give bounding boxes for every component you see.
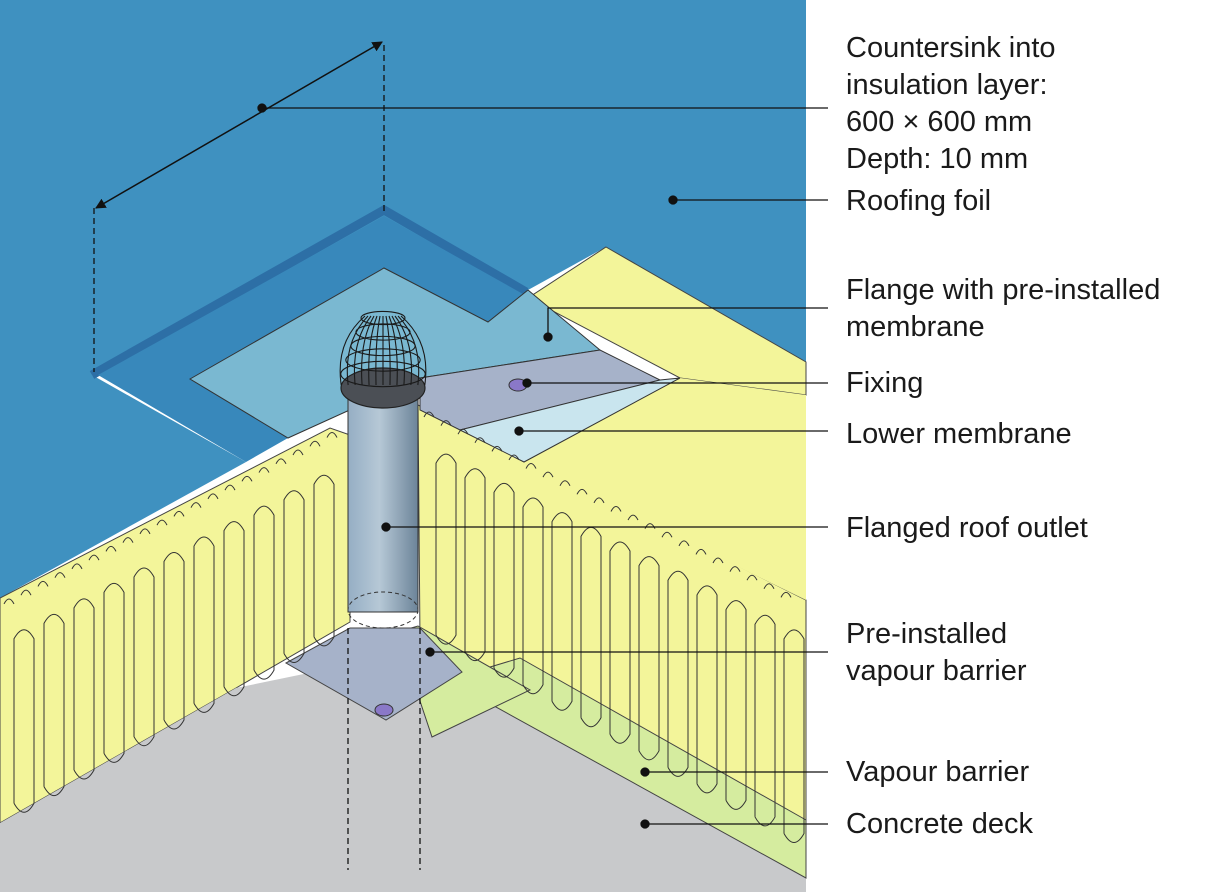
insulation-loop-right [667, 570, 689, 777]
flange-membrane [189, 267, 602, 439]
label-countersink-line-3: 600 × 600 mm [846, 106, 1033, 138]
leader-dot-flange [543, 332, 553, 342]
label-outlet: Flanged roof outlet [846, 512, 1088, 544]
insulation-loop-left [73, 598, 95, 780]
fixing-lower [374, 703, 394, 717]
insulation-loop-left [193, 536, 215, 713]
leaf-guard-rib [339, 315, 366, 386]
label-countersink-line-1: Countersink into [846, 32, 1056, 64]
insulation-loop-left [163, 552, 185, 730]
label-flange-line-1: Flange with pre-installed [846, 274, 1161, 306]
outlet-pipe-bottom-rim [347, 591, 419, 629]
label-pre-vapour-line-2: vapour barrier [846, 655, 1027, 687]
insulation-bumps-left [3, 432, 338, 605]
insulation-bumps-right [423, 411, 792, 598]
countersink-floor [98, 216, 523, 462]
leader-flange [547, 307, 828, 337]
insulation-loop-left [253, 505, 275, 680]
insulation-loop-right [725, 600, 747, 810]
insulation-loop-left [133, 567, 155, 747]
leaf-guard-rib [388, 315, 398, 386]
leaf-guard-rib [375, 315, 381, 386]
label-pre-vapour: Pre-installed vapour barrier [846, 616, 1027, 690]
label-lower-membrane: Lower membrane [846, 418, 1072, 450]
insulation-loop-right [609, 541, 631, 744]
outlet-pipe [347, 389, 419, 613]
leaf-guard [339, 310, 427, 388]
insulation-loop-left [223, 521, 245, 697]
leaf-guard-rib [391, 315, 405, 386]
lower-membrane [458, 377, 681, 463]
label-countersink-line-4: Depth: 10 mm [846, 143, 1029, 175]
vapour-barrier [445, 657, 807, 879]
label-vapour: Vapour barrier [846, 756, 1030, 788]
insulation-loop-right [493, 482, 515, 678]
label-roofing-foil: Roofing foil [846, 185, 992, 217]
insulation-wave-pattern [3, 411, 805, 843]
insulation-loop-right [696, 585, 718, 794]
concrete-deck [0, 650, 806, 892]
label-fixing: Fixing [846, 367, 924, 399]
leaf-guard-rib [368, 315, 378, 386]
insulation-loop-right [522, 497, 544, 695]
lower-flange-plate [284, 627, 463, 721]
insulation-left-face [0, 427, 351, 824]
insulation-loop-right [551, 512, 573, 711]
label-countersink-line-2: insulation layer: [846, 69, 1048, 101]
insulation-loop-left [13, 629, 35, 813]
insulation-loop-right [464, 468, 486, 662]
label-deck: Concrete deck [846, 808, 1033, 840]
leader-dot-fixing [522, 378, 532, 388]
leaf-guard-ring [340, 360, 426, 388]
leaf-guard-rib [394, 315, 413, 386]
label-flange-line-2: membrane [846, 311, 985, 343]
leader-dot-roofing-foil [668, 195, 678, 205]
insulation-loop-right [638, 556, 660, 761]
label-pre-vapour-line-1: Pre-installed [846, 618, 1008, 650]
leader-dot-vapour [640, 767, 650, 777]
insulation-loop-left [103, 582, 125, 763]
label-countersink: Countersink into insulation layer: 600 ×… [846, 30, 1056, 178]
leaf-guard-rib [385, 315, 391, 386]
leaf-guard-ring [360, 310, 406, 326]
leaf-guard-rib [400, 315, 427, 386]
insulation-loop-right [783, 629, 805, 843]
leader-dot-deck [640, 819, 650, 829]
insulation-right-block [520, 378, 806, 600]
leaf-guard-ring [350, 335, 416, 357]
insulation-loop-left [283, 490, 305, 663]
insulation-loop-right [435, 453, 457, 645]
insulation-loop-left [43, 613, 65, 797]
insulation-loop-right [754, 614, 776, 827]
leader-dot-pre-vapour [425, 647, 435, 657]
leaf-guard-ring [345, 348, 421, 372]
leader-dot-lower-membrane [514, 426, 524, 436]
leader-dot-countersink [257, 103, 267, 113]
label-flange: Flange with pre-installed membrane [846, 272, 1160, 346]
dimension-arrow [95, 41, 383, 209]
leader-dot-outlet [381, 522, 391, 532]
leader-lines [257, 103, 828, 829]
leaf-guard-ring [355, 323, 411, 341]
leaf-guard-rib [353, 315, 372, 386]
insulation-loop-right [580, 526, 602, 728]
insulation-loop-left [313, 474, 335, 647]
leaf-guard-rib [361, 315, 375, 386]
